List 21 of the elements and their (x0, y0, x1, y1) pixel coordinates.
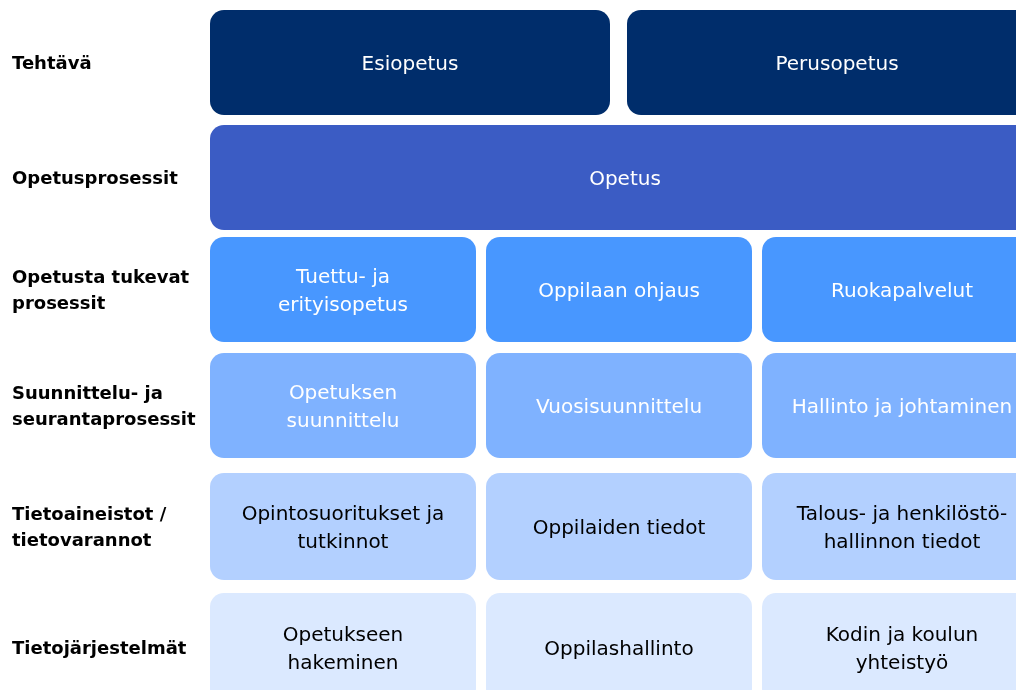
process-box: Opintosuoritukset ja tutkinnot (210, 473, 476, 580)
process-box: Oppilashallinto (486, 593, 752, 690)
process-box: Hallinto ja johtaminen (762, 353, 1016, 458)
process-box: Talous- ja henkilöstö- hallinnon tiedot (762, 473, 1016, 580)
row-heading-text: Tietojärjestelmät (12, 636, 187, 661)
row-heading-text: Tietoaineistot / tietovarannot (12, 502, 168, 552)
process-box: Vuosisuunnittelu (486, 353, 752, 458)
row-heading-text: Suunnittelu- ja seurantaprosessit (12, 381, 197, 431)
process-box: Perusopetus (627, 10, 1016, 115)
process-box: Oppilaiden tiedot (486, 473, 752, 580)
process-box: Tuettu- ja erityisopetus (210, 237, 476, 342)
row-heading-text: Tehtävä (12, 50, 92, 75)
process-box: Esiopetus (210, 10, 610, 115)
process-box: Opetuksen suunnittelu (210, 353, 476, 458)
process-box: Opetukseen hakeminen (210, 593, 476, 690)
row-heading-text: Opetusprosessit (12, 165, 178, 190)
process-box: Kodin ja koulun yhteistyö (762, 593, 1016, 690)
process-box: Oppilaan ohjaus (486, 237, 752, 342)
process-box: Opetus (210, 125, 1016, 230)
process-box: Ruokapalvelut (762, 237, 1016, 342)
row-heading-text: Opetusta tukevat prosessit (12, 265, 191, 315)
